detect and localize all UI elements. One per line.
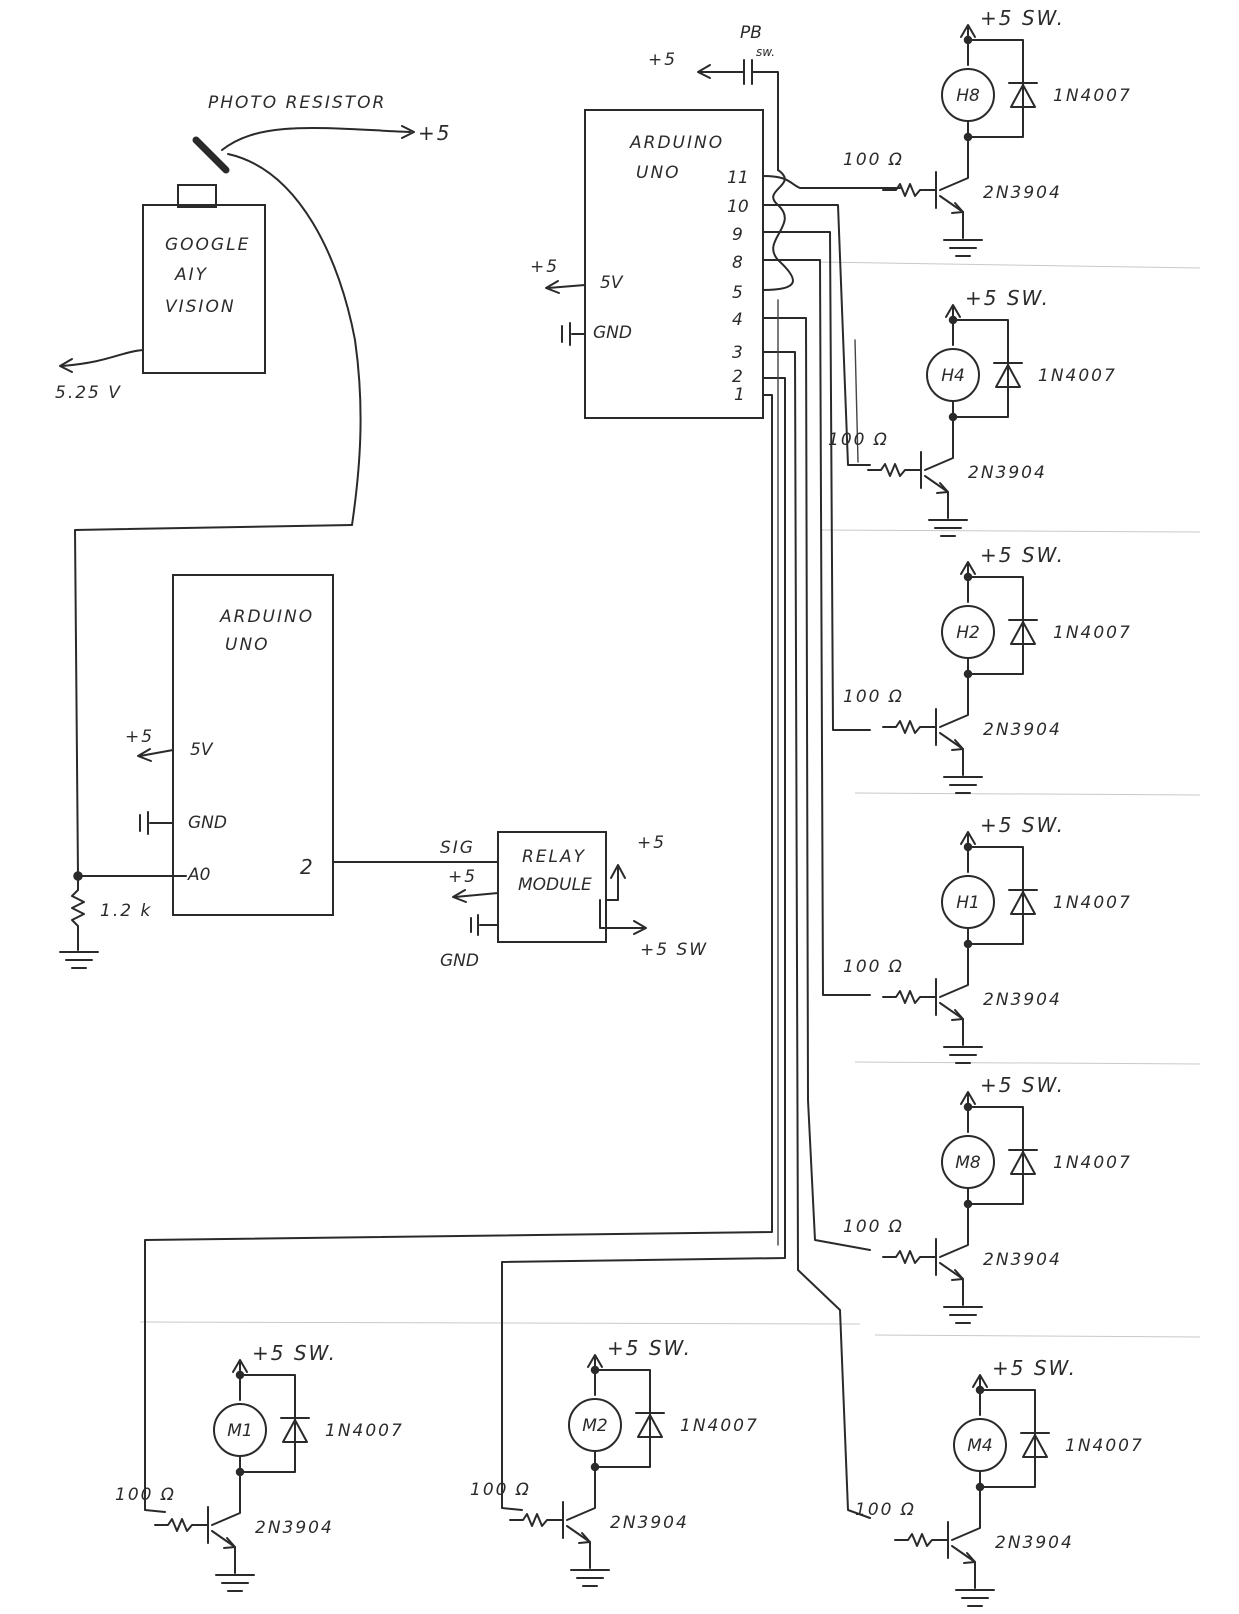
driver-stage: +5 SW. M4 1N4007 100 Ω 2N3904 [855, 1356, 1144, 1607]
driver-stage: +5 SW. H1 1N4007 100 Ω 2N3904 [843, 813, 1132, 1064]
svg-text:VISION: VISION [165, 297, 236, 317]
motor-label: H4 [941, 366, 965, 386]
diode-label: 1N4007 [1053, 623, 1132, 643]
svg-text:5V: 5V [190, 740, 214, 760]
photo-resistor-label: PHOTO RESISTOR [208, 93, 386, 113]
pb-switch: +5 PB sw. [648, 23, 779, 171]
resistor-label: 100 Ω [470, 1480, 531, 1500]
diode-label: 1N4007 [1053, 86, 1132, 106]
supply-label: +5 SW. [992, 1356, 1077, 1380]
google-aiy-vision: GOOGLE AIY VISION 5.25 V [55, 184, 266, 403]
svg-text:+5 SW: +5 SW [640, 940, 708, 960]
svg-text:3: 3 [732, 343, 743, 363]
svg-text:+5: +5 [125, 727, 154, 747]
motor-label: H1 [956, 893, 980, 913]
transistor-label: 2N3904 [968, 463, 1047, 483]
supply-label: +5 SW. [252, 1341, 337, 1365]
a0-sense-network: 1.2 k [59, 524, 353, 969]
motor-label: M1 [227, 1421, 252, 1441]
transistor-label: 2N3904 [983, 720, 1062, 740]
resistor-label: 100 Ω [843, 150, 904, 170]
svg-text:9: 9 [732, 225, 743, 245]
svg-text:MODULE: MODULE [518, 875, 592, 895]
svg-text:1: 1 [734, 385, 745, 405]
svg-text:+5: +5 [448, 867, 477, 887]
driver-stage: +5 SW. M2 1N4007 100 Ω 2N3904 [470, 1336, 759, 1587]
svg-text:ARDUINO: ARDUINO [219, 607, 314, 627]
google-supply-label: 5.25 V [55, 383, 122, 403]
transistor-label: 2N3904 [983, 183, 1062, 203]
svg-text:A0: A0 [187, 865, 210, 885]
driver-stage: +5 SW. H2 1N4007 100 Ω 2N3904 [843, 543, 1132, 794]
svg-text:RELAY: RELAY [522, 847, 586, 867]
uno1-pin-labels: 11 10 9 8 5 4 3 2 1 [727, 168, 749, 405]
svg-text:GND: GND [593, 323, 632, 343]
supply-label: +5 SW. [607, 1336, 692, 1360]
diode-label: 1N4007 [680, 1416, 759, 1436]
svg-text:10: 10 [727, 197, 749, 217]
resistor-label: 100 Ω [115, 1485, 176, 1505]
motor-label: M8 [955, 1153, 981, 1173]
transistor-label: 2N3904 [255, 1518, 334, 1538]
transistor-label: 2N3904 [983, 990, 1062, 1010]
resistor-1-2k-label: 1.2 k [100, 901, 152, 921]
resistor-label: 100 Ω [828, 430, 889, 450]
driver-stage: +5 SW. H8 1N4007 100 Ω 2N3904 [843, 6, 1132, 257]
supply-label: +5 SW. [980, 1073, 1065, 1097]
resistor-label: 100 Ω [843, 687, 904, 707]
svg-text:11: 11 [727, 168, 749, 188]
diode-label: 1N4007 [1038, 366, 1117, 386]
resistor-label: 100 Ω [855, 1500, 916, 1520]
svg-text:5: 5 [732, 283, 743, 303]
driver-stage: +5 SW. H4 1N4007 100 Ω 2N3904 [828, 286, 1117, 537]
diode-label: 1N4007 [1053, 893, 1132, 913]
svg-text:GND: GND [188, 813, 227, 833]
resistor-label: 100 Ω [843, 957, 904, 977]
motor-label: M2 [582, 1416, 607, 1436]
arduino-uno-left: ARDUINO UNO 5V +5 GND A0 2 [125, 574, 499, 916]
motor-label: M4 [967, 1436, 992, 1456]
svg-text:UNO: UNO [636, 163, 681, 183]
driver-stages: +5 SW. H8 1N4007 100 Ω 2N3904 +5 SW. H4 1N4007 1… [115, 6, 1144, 1607]
svg-text:PB: PB [740, 23, 762, 43]
svg-text:5V: 5V [600, 273, 624, 293]
svg-text:4: 4 [732, 310, 743, 330]
photo-resistor: PHOTO RESISTOR +5 [192, 93, 451, 526]
resistor-label: 100 Ω [843, 1217, 904, 1237]
svg-text:+5: +5 [530, 257, 559, 277]
supply-label: +5 SW. [980, 6, 1065, 30]
svg-text:ARDUINO: ARDUINO [629, 133, 724, 153]
arduino-uno-top: ARDUINO UNO 5V +5 GND 11 10 9 8 5 4 3 2 … [530, 109, 764, 419]
diode-label: 1N4007 [325, 1421, 404, 1441]
svg-text:+5: +5 [648, 50, 677, 70]
page-rules [139, 261, 1201, 1338]
svg-text:GND: GND [440, 951, 479, 971]
svg-text:sw.: sw. [756, 45, 775, 59]
transistor-label: 2N3904 [610, 1513, 689, 1533]
driver-stage: +5 SW. M8 1N4007 100 Ω 2N3904 [843, 1073, 1132, 1324]
svg-text:8: 8 [732, 253, 743, 273]
driver-stage: +5 SW. M1 1N4007 100 Ω 2N3904 [115, 1341, 404, 1592]
svg-text:2: 2 [300, 855, 315, 879]
diode-label: 1N4007 [1053, 1153, 1132, 1173]
transistor-label: 2N3904 [983, 1250, 1062, 1270]
svg-text:UNO: UNO [225, 635, 270, 655]
supply-label: +5 SW. [980, 543, 1065, 567]
svg-text:+5: +5 [637, 833, 666, 853]
relay-module: RELAY MODULE SIG +5 GND +5 +5 SW [440, 831, 708, 971]
supply-label: +5 SW. [965, 286, 1050, 310]
svg-text:GOOGLE: GOOGLE [165, 235, 250, 255]
supply-label: +5 SW. [980, 813, 1065, 837]
svg-text:SIG: SIG [440, 838, 475, 858]
signal-wires [144, 169, 901, 1519]
motor-label: H2 [956, 623, 980, 643]
transistor-label: 2N3904 [995, 1533, 1074, 1553]
svg-text:2: 2 [732, 367, 743, 387]
motor-label: H8 [956, 86, 980, 106]
diode-label: 1N4007 [1065, 1436, 1144, 1456]
svg-text:AIY: AIY [174, 265, 208, 285]
photo-plus5-label: +5 [418, 121, 451, 145]
